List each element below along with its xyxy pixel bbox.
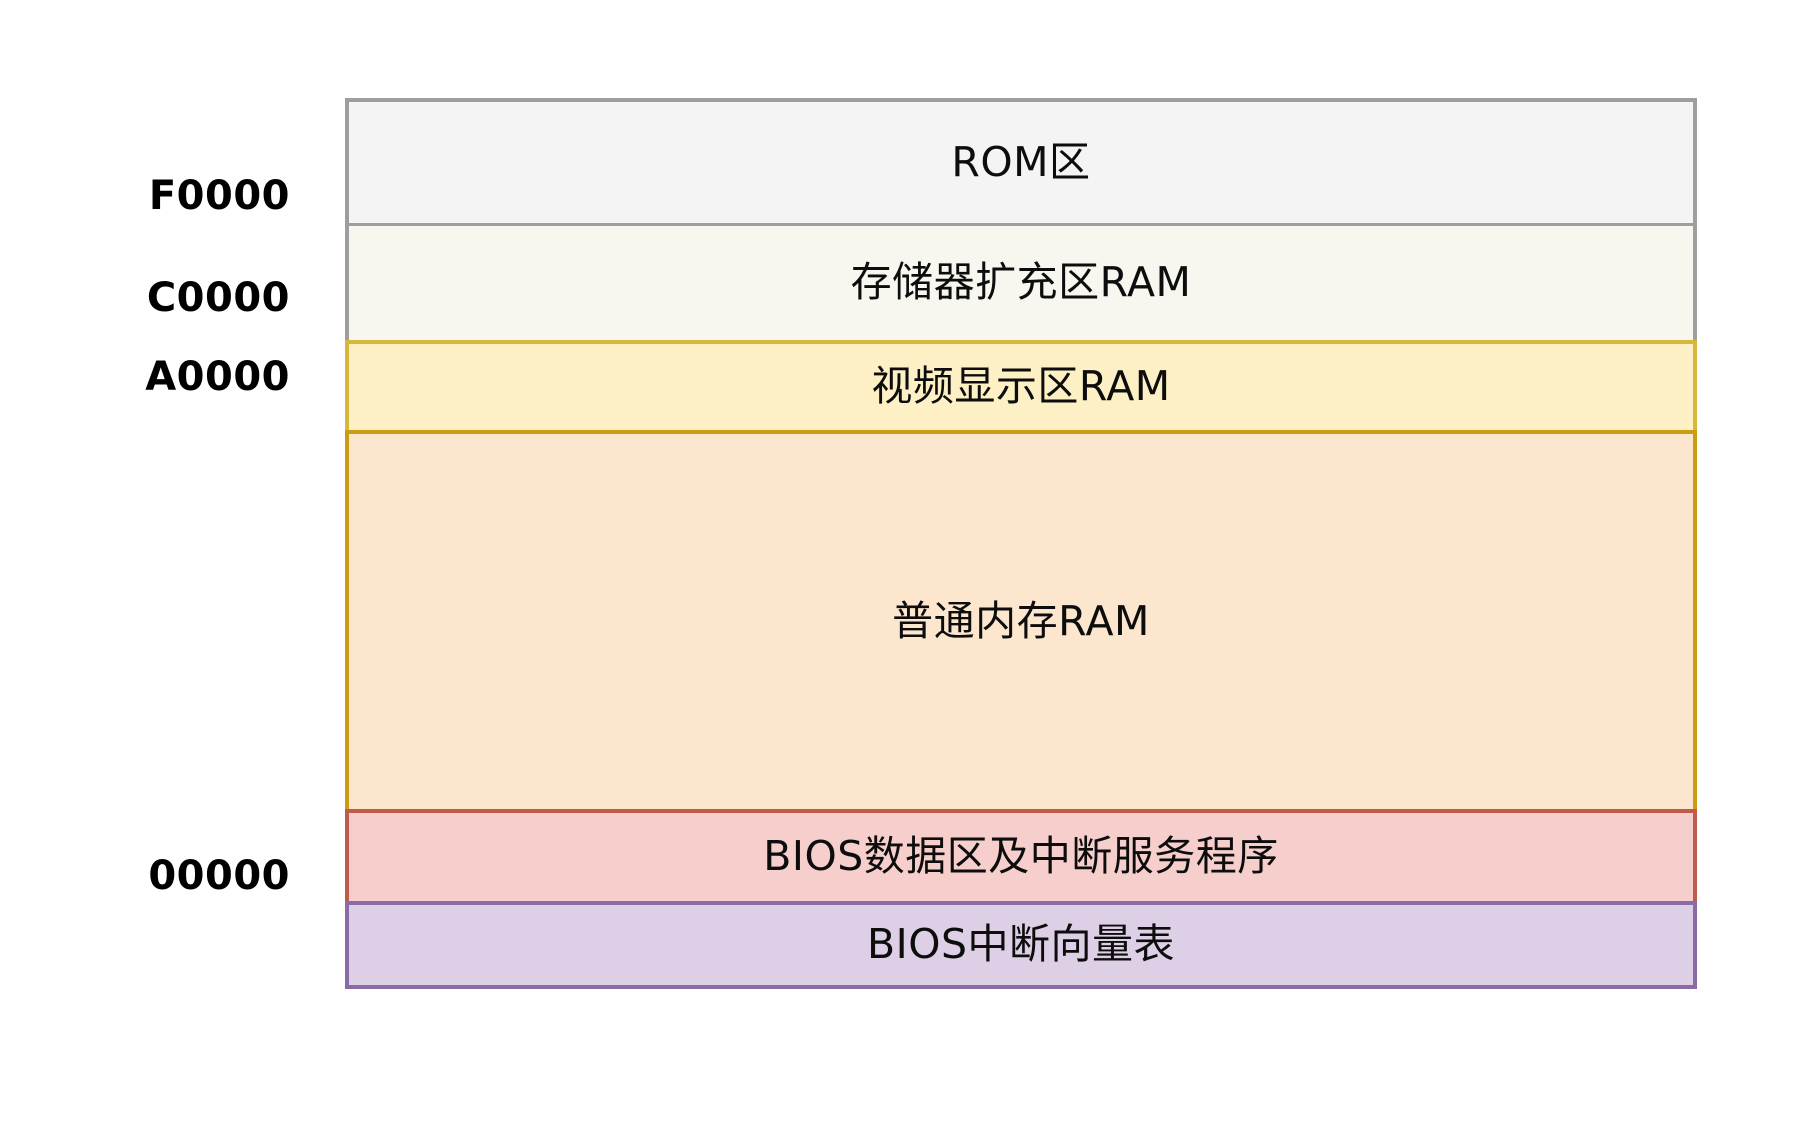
address-label-c0000: C0000 — [146, 275, 290, 321]
memory-block-stack: ROM区 存储器扩充区RAM 视频显示区RAM 普通内存RAM BIOS数据区及… — [345, 98, 1697, 989]
memory-block-bios-interrupt-vector-table: BIOS中断向量表 — [345, 901, 1697, 989]
memory-block-label: 视频显示区RAM — [871, 362, 1171, 411]
memory-block-bios-data-and-isr: BIOS数据区及中断服务程序 — [345, 809, 1697, 901]
memory-block-video-display-ram: 视频显示区RAM — [345, 340, 1697, 430]
address-label-f0000: F0000 — [148, 173, 290, 219]
memory-block-label: ROM区 — [951, 137, 1091, 186]
memory-block-conventional-ram: 普通内存RAM — [345, 430, 1697, 809]
memory-block-label: 普通内存RAM — [892, 596, 1150, 645]
address-label-00000: 00000 — [148, 853, 290, 899]
memory-block-label: BIOS数据区及中断服务程序 — [763, 832, 1279, 881]
memory-block-label: 存储器扩充区RAM — [850, 258, 1192, 307]
memory-block-memory-expansion-ram: 存储器扩充区RAM — [345, 226, 1697, 340]
address-label-a0000: A0000 — [145, 354, 290, 400]
memory-block-rom-region: ROM区 — [345, 98, 1697, 226]
memory-block-label: BIOS中断向量表 — [866, 920, 1175, 969]
